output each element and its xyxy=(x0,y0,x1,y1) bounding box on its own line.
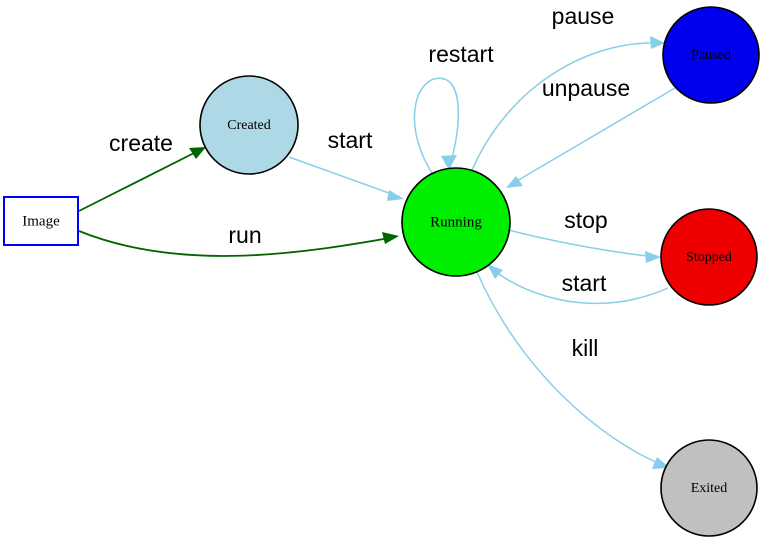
node-paused[interactable]: Paused xyxy=(662,6,760,104)
node-created[interactable]: Created xyxy=(199,75,299,175)
edge-label-restart: restart xyxy=(428,41,494,67)
node-running[interactable]: Running xyxy=(401,167,511,277)
edge-unpause-path xyxy=(509,87,676,186)
edge-unpause[interactable]: unpause xyxy=(506,75,676,188)
edge-restart-arrowhead xyxy=(441,155,457,170)
edge-label-start-stopped: start xyxy=(562,270,607,296)
edge-label-stop: stop xyxy=(564,207,607,233)
edge-label-start-created: start xyxy=(328,127,373,153)
edge-label-run: run xyxy=(228,222,261,248)
edge-start-stopped-path xyxy=(490,267,669,305)
edge-restart-path xyxy=(413,77,460,174)
node-image-label: Image xyxy=(22,213,60,229)
node-stopped[interactable]: Stopped xyxy=(660,208,758,306)
edge-create-path xyxy=(78,147,205,212)
node-running-shape xyxy=(401,167,511,277)
node-exited-label: Exited xyxy=(691,481,728,496)
edge-pause[interactable]: pause xyxy=(471,3,665,171)
edge-label-unpause: unpause xyxy=(542,75,630,101)
node-stopped-label: Stopped xyxy=(686,250,732,265)
edge-start-stopped-arrowhead xyxy=(487,264,503,279)
node-running-label: Running xyxy=(430,214,482,230)
edge-run-arrowhead xyxy=(382,232,399,244)
node-exited[interactable]: Exited xyxy=(660,439,758,537)
edge-start-created[interactable]: start xyxy=(288,127,404,201)
edge-stop-arrowhead xyxy=(645,251,661,263)
node-stopped-shape xyxy=(660,208,758,306)
node-created-label: Created xyxy=(227,118,271,133)
edge-label-create: create xyxy=(109,130,173,156)
edge-pause-path xyxy=(471,42,661,171)
edge-start-created-path xyxy=(288,156,401,198)
edge-unpause-arrowhead xyxy=(506,176,523,188)
node-paused-label: Paused xyxy=(691,48,731,63)
edge-create[interactable]: create xyxy=(78,130,206,212)
edge-run-path xyxy=(78,230,396,257)
node-paused-shape xyxy=(662,6,760,104)
edge-start-created-arrowhead xyxy=(387,190,404,201)
edge-kill-path xyxy=(476,271,666,467)
edge-label-kill: kill xyxy=(572,335,599,361)
edge-run[interactable]: run xyxy=(78,222,399,257)
edge-label-pause: pause xyxy=(552,3,615,29)
node-exited-shape xyxy=(660,439,758,537)
edge-stop[interactable]: stop xyxy=(507,207,661,263)
node-image[interactable]: Image xyxy=(3,196,79,246)
edge-start-stopped[interactable]: start xyxy=(487,264,669,305)
edge-create-arrowhead xyxy=(189,147,206,159)
node-created-shape xyxy=(199,75,299,175)
node-image-shape xyxy=(3,196,79,246)
edge-restart[interactable]: restart xyxy=(413,41,494,174)
edge-pause-arrowhead xyxy=(650,36,665,49)
edge-stop-path xyxy=(507,229,657,258)
